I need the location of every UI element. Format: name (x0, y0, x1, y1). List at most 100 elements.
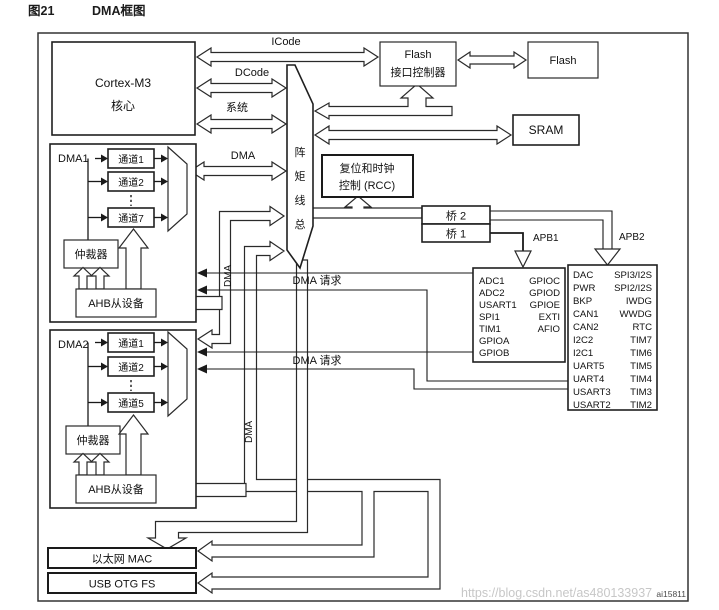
apb2-peripherals-box (567, 264, 658, 411)
apb2-left-7: UART5 (573, 361, 604, 372)
usb-otg-box (47, 572, 197, 594)
dma2-ahb-slave-box (75, 474, 157, 504)
flash-interface-label-1: Flash (405, 49, 432, 61)
bus-matrix-shape (286, 64, 314, 270)
icode-bus-arrow (195, 46, 380, 68)
apb2-right-5: TIM7 (630, 335, 652, 346)
apb2-right-1: SPI2/I2S (614, 283, 652, 294)
dma2-arbiter-arrow-2 (89, 452, 111, 476)
ethernet-mac-label: 以太网 MAC (92, 553, 153, 566)
dma2-branch-head-2 (101, 362, 108, 371)
figure-id: ai15811 (656, 589, 686, 599)
dma1-branch-head-3 (101, 213, 108, 222)
apb2-left-6: I2C1 (573, 348, 593, 359)
dma1-request-head-1 (197, 268, 207, 278)
bus-matrix-char-3: 线 (295, 193, 306, 207)
rcc-box (321, 154, 414, 198)
dma2-arbiter-arrow-1 (72, 452, 94, 476)
dma1-vertical-label: DMA (223, 264, 234, 287)
figure-title: DMA框图 (92, 3, 145, 18)
bus-matrix-char-2: 矩 (295, 170, 306, 183)
dma1-ch1-out-head (161, 154, 168, 163)
dma2-master-bus-bar (196, 205, 286, 350)
apb1-right-2: GPIOE (530, 300, 560, 311)
dma1-request-head-2 (197, 285, 207, 295)
apb1-right-3: EXTI (539, 312, 560, 323)
dma2-vertical-label: DMA (244, 420, 255, 443)
dma-bus-label: DMA (231, 150, 256, 162)
apb2-left-2: BKP (573, 296, 592, 307)
flash-label: Flash (550, 55, 577, 67)
flash-link-arrow (456, 50, 528, 70)
ethernet-mac-box (47, 547, 197, 569)
apb1-right-0: GPIOC (529, 276, 560, 287)
dma2-arbiter-box (65, 425, 121, 455)
apb2-line-2 (490, 219, 604, 249)
flash-box (527, 41, 599, 79)
apb2-right-6: TIM6 (630, 348, 652, 359)
apb2-right-4: RTC (632, 322, 652, 333)
dma2-request-line-2 (202, 368, 570, 390)
bus-matrix-char-1: 阵 (295, 145, 306, 159)
apb2-left-0: DAC (573, 270, 593, 281)
dma2-request-head-1 (197, 347, 207, 357)
rcc-label-1: 复位和时钟 (340, 161, 395, 175)
apb2-right-8: TIM4 (630, 374, 653, 385)
usb-otg-label: USB OTG FS (89, 579, 156, 591)
dma2-ch1-out-head (161, 338, 168, 347)
apb2-left-1: PWR (573, 283, 595, 294)
dma2-branch-head-3 (101, 398, 108, 407)
flash-interface-label-2: 接口控制器 (391, 65, 446, 79)
apb2-label: APB2 (619, 232, 645, 243)
dma2-ch2-out-head (161, 362, 168, 371)
dma1-channel1-label: 通道1 (118, 153, 144, 166)
dma2-label: DMA2 (58, 339, 89, 351)
apb2-left-8: UART4 (573, 374, 605, 385)
cortex-m3-box (51, 41, 196, 136)
apb2-arrowhead (593, 248, 622, 266)
sram-bus-arrow (313, 124, 513, 146)
flash-interface-box (379, 41, 457, 87)
dma1-branch-head-2 (101, 177, 108, 186)
dma1-ahb-slave-label: AHB从设备 (88, 296, 144, 310)
dma1-arbiter-box (63, 239, 119, 269)
dma2-branch-head-1 (101, 338, 108, 347)
bridge1-box (421, 223, 491, 243)
dma2-arbiter-label: 仲裁器 (77, 433, 110, 447)
dma2-ch5-out-head (161, 398, 168, 407)
apb1-line (490, 232, 524, 251)
apb1-left-6: GPIOB (479, 348, 509, 359)
rcc-bridge-bus-bar (310, 195, 423, 219)
apb2-right-7: TIM5 (630, 361, 652, 372)
apb2-right-2: IWDG (626, 296, 652, 307)
dma1-funnel (167, 145, 188, 233)
apb2-left-10: USART2 (573, 400, 611, 411)
watermark: https://blog.csdn.net/as480133937 (461, 586, 652, 600)
apb1-label: APB1 (533, 233, 559, 244)
dcode-bus-arrow (195, 77, 288, 99)
icode-label: ICode (271, 36, 300, 48)
apb1-right-4: AFIO (538, 324, 560, 335)
system-bus-arrow (195, 113, 288, 135)
bus-matrix-char-4: 总 (295, 217, 306, 231)
apb1-right-1: GPIOD (529, 288, 560, 299)
bridge1-label: 桥 1 (446, 228, 466, 241)
dcode-label: DCode (235, 67, 269, 79)
dma1-channel7-label: 通道7 (118, 212, 144, 225)
dma1-arbiter-arrow-2 (89, 266, 111, 290)
dma1-label: DMA1 (58, 153, 89, 165)
sram-label: SRAM (529, 123, 564, 137)
apb2-left-3: CAN1 (573, 309, 599, 320)
dma2-channel5-label: 通道5 (118, 397, 144, 410)
rcc-label-2: 控制 (RCC) (339, 178, 395, 192)
dma1-channel-up-arrow (117, 228, 150, 290)
apb2-line-1 (490, 210, 613, 249)
dma1-arbiter-arrow-1 (72, 266, 94, 290)
figure-number: 图21 (28, 4, 54, 18)
apb2-right-0: SPI3/I2S (614, 270, 652, 281)
apb1-arrowhead (514, 250, 532, 269)
dma2-channel-up-arrow (117, 414, 150, 476)
apb1-left-5: GPIOA (479, 336, 510, 347)
dma2-request-label: DMA 请求 (293, 354, 342, 367)
